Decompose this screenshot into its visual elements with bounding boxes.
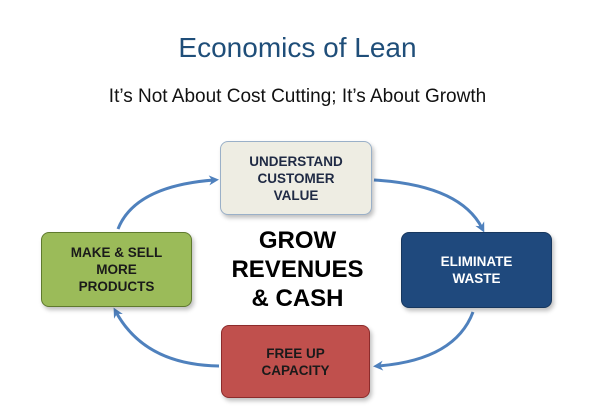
- slide-title: Economics of Lean: [178, 32, 417, 63]
- box-label: UNDERSTAND CUSTOMER VALUE: [249, 153, 343, 203]
- box-label: MAKE & SELL MORE PRODUCTS: [70, 245, 163, 294]
- arrow-left-to-top: [116, 175, 219, 230]
- arrow-bottom-to-left: [113, 307, 220, 368]
- arrow-right-to-bottom: [373, 311, 475, 371]
- arrow-top-to-right: [373, 178, 485, 233]
- box-label: FREE UP CAPACITY: [261, 345, 330, 378]
- box-label: ELIMINATE WASTE: [440, 254, 513, 286]
- make-and-sell-more-products-box: MAKE & SELL MORE PRODUCTS: [41, 232, 192, 307]
- understand-customer-value-box: UNDERSTAND CUSTOMER VALUE: [220, 141, 372, 215]
- eliminate-waste-box: ELIMINATE WASTE: [401, 232, 552, 308]
- slide-subtitle: It’s Not About Cost Cutting; It’s About …: [108, 86, 487, 107]
- free-up-capacity-box: FREE UP CAPACITY: [221, 325, 370, 398]
- center-text: GROW REVENUES & CASH: [231, 227, 364, 312]
